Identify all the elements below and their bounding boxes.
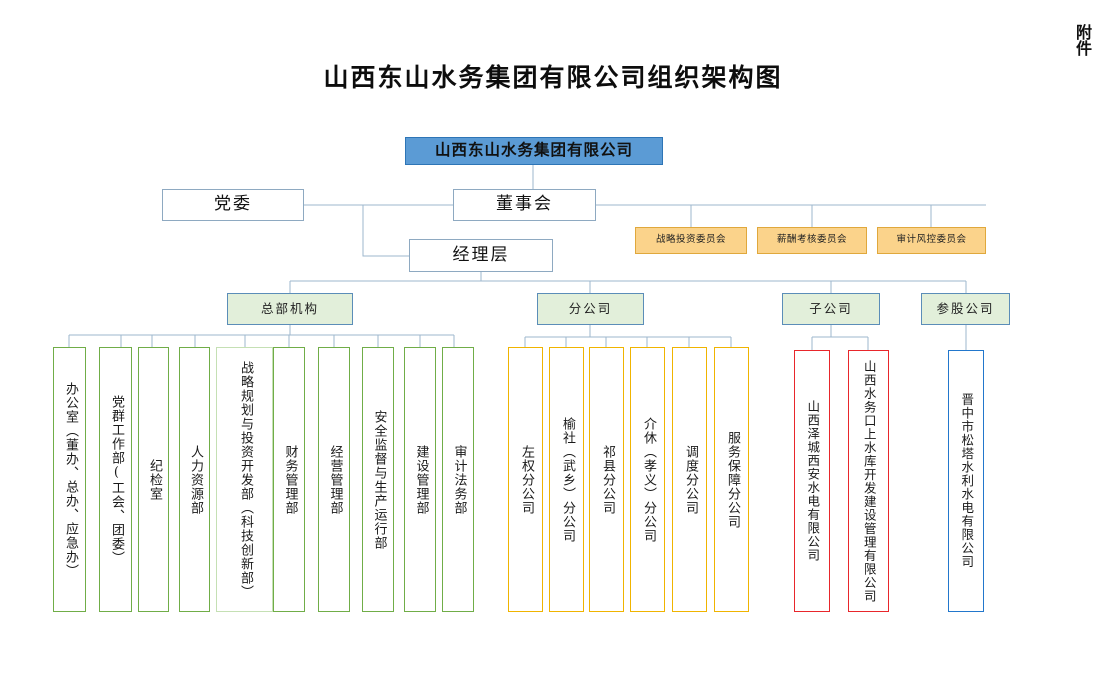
category-branch-companies[interactable]: 分公司 <box>537 293 644 325</box>
node-board-of-directors[interactable]: 董事会 <box>453 189 596 221</box>
category-headquarters[interactable]: 总部机构 <box>227 293 353 325</box>
page-title: 山西东山水务集团有限公司组织架构图 <box>323 63 783 92</box>
branch-qixian[interactable]: 祁县分公司 <box>589 347 624 612</box>
branch-label: 介休（孝义）分公司 <box>640 416 656 543</box>
department-label: 人力资源部 <box>187 444 203 515</box>
branch-yushe-wuxiang[interactable]: 榆社（武乡）分公司 <box>549 347 584 612</box>
branch-label: 榆社（武乡）分公司 <box>559 416 575 543</box>
department-construction-management[interactable]: 建设管理部 <box>404 347 436 612</box>
department-human-resources[interactable]: 人力资源部 <box>179 347 210 612</box>
department-label: 安全监督与生产运行部 <box>371 409 387 550</box>
department-strategy-investment-development[interactable]: 战略规划与投资开发部（科技创新部） <box>216 347 273 612</box>
department-label: 审计法务部 <box>451 444 467 515</box>
department-party-mass-work[interactable]: 党群工作部(工会、团委） <box>99 347 132 612</box>
node-root-company[interactable]: 山西东山水务集团有限公司 <box>405 137 663 165</box>
department-operation-management[interactable]: 经营管理部 <box>318 347 350 612</box>
category-subsidiary-companies[interactable]: 子公司 <box>782 293 880 325</box>
branch-dispatch[interactable]: 调度分公司 <box>672 347 707 612</box>
department-finance-management[interactable]: 财务管理部 <box>273 347 305 612</box>
branch-label: 调度分公司 <box>682 444 698 515</box>
branch-service-support[interactable]: 服务保障分公司 <box>714 347 749 612</box>
department-label: 党群工作部(工会、团委） <box>108 394 124 565</box>
department-safety-supervision-production[interactable]: 安全监督与生产运行部 <box>362 347 394 612</box>
committee-strategic-investment[interactable]: 战略投资委员会 <box>635 227 747 254</box>
committee-compensation-assessment[interactable]: 薪酬考核委员会 <box>757 227 867 254</box>
department-discipline-inspection[interactable]: 纪检室 <box>138 347 169 612</box>
department-label: 建设管理部 <box>413 444 429 515</box>
branch-zuoquan[interactable]: 左权分公司 <box>508 347 543 612</box>
equity-label: 晋中市松塔水利水电有限公司 <box>959 393 975 569</box>
department-office[interactable]: 办公室（董办、总办、应急办） <box>53 347 86 612</box>
department-label: 经营管理部 <box>327 444 343 515</box>
branch-label: 左权分公司 <box>518 444 534 515</box>
subsidiary-koushang-reservoir[interactable]: 山西水务口上水库开发建设管理有限公司 <box>848 350 889 612</box>
node-management-layer[interactable]: 经理层 <box>409 239 553 272</box>
category-equity-companies[interactable]: 参股公司 <box>921 293 1010 325</box>
subsidiary-label: 山西泽城西安水电有限公司 <box>805 400 821 562</box>
department-label: 办公室（董办、总办、应急办） <box>62 381 78 578</box>
node-party-committee[interactable]: 党委 <box>162 189 304 221</box>
department-label: 纪检室 <box>146 458 162 501</box>
branch-label: 服务保障分公司 <box>724 430 740 529</box>
subsidiary-label: 山西水务口上水库开发建设管理有限公司 <box>861 359 877 603</box>
subsidiary-zecheng-xian-hydropower[interactable]: 山西泽城西安水电有限公司 <box>794 350 830 612</box>
attachment-mark: 附件 <box>1073 24 1092 56</box>
committee-audit-risk-control[interactable]: 审计风控委员会 <box>877 227 986 254</box>
department-audit-legal[interactable]: 审计法务部 <box>442 347 474 612</box>
department-label: 财务管理部 <box>282 444 298 515</box>
branch-jiexiu-xiaoyi[interactable]: 介休（孝义）分公司 <box>630 347 665 612</box>
branch-label: 祁县分公司 <box>599 444 615 515</box>
equity-songta-hydropower[interactable]: 晋中市松塔水利水电有限公司 <box>948 350 984 612</box>
department-label: 战略规划与投资开发部（科技创新部） <box>237 360 253 599</box>
